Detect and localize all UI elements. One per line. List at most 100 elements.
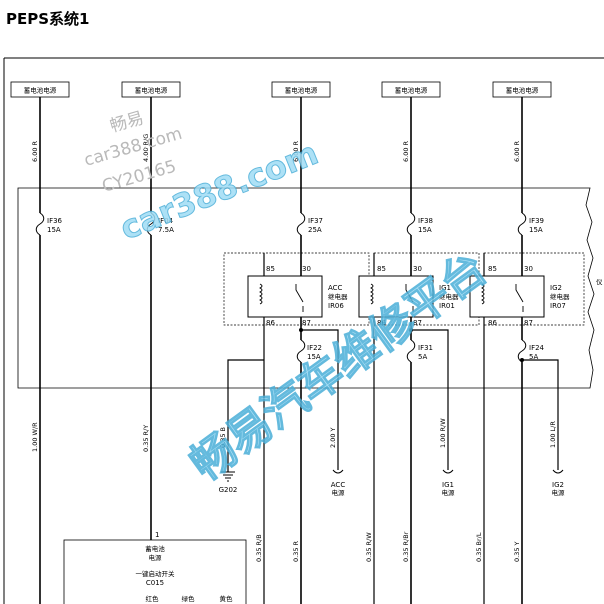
relay-type: 继电器 <box>439 292 459 301</box>
relay-pin: 87 <box>413 319 422 327</box>
wire-label: 6.00 R <box>31 140 39 162</box>
fuse-IF39: IF39 15A <box>529 217 544 234</box>
fuse-out-wires <box>39 235 523 604</box>
fuse-id: IF24 <box>529 344 545 352</box>
relay-id: IR06 <box>328 302 344 310</box>
connector-color: 红色 <box>146 594 160 603</box>
fuse-IF31: IF31 5A <box>418 344 433 361</box>
fuse-id: IF22 <box>307 344 322 352</box>
fuse-box-label: 仪 <box>596 278 603 286</box>
connector-pin-label: 蓄电池 <box>145 544 165 553</box>
relay-pin: 86 <box>377 319 386 327</box>
source-label: 蓄电池电源 <box>135 86 168 95</box>
relay-pin: 85 <box>488 265 497 273</box>
relay-type: 继电器 <box>328 292 348 301</box>
fuse-IF04: IF04 7.5A <box>158 217 174 234</box>
output-IG2: IG2 电源 <box>552 481 566 497</box>
relay-pin: 85 <box>377 265 386 273</box>
relay-id: IR07 <box>550 302 566 310</box>
relay-name: ACC <box>328 284 343 292</box>
connector-color: 绿色 <box>182 594 196 603</box>
relay-IG2: 85 30 86 87 IG2 继电器 IR07 <box>469 265 570 327</box>
output-name: IG2 <box>552 481 564 489</box>
fuse-box <box>17 187 595 389</box>
output-sub: 电源 <box>442 488 456 497</box>
fuse-IF38: IF38 15A <box>418 217 433 234</box>
battery-source-3: 蓄电池电源 <box>271 81 331 98</box>
output-name: ACC <box>331 481 346 489</box>
battery-source-4: 蓄电池电源 <box>381 81 441 98</box>
connector-id: C015 <box>146 579 164 587</box>
connector-pin-label: 电源 <box>149 553 163 562</box>
fuse-IF22: IF22 15A <box>307 344 322 361</box>
source-label: 蓄电池电源 <box>24 86 57 95</box>
fuse-IF24: IF24 5A <box>529 344 545 361</box>
fuse-id: IF36 <box>47 217 63 225</box>
fuse-rating: 5A <box>418 353 427 361</box>
watermark-small: 畅易 car388.com CY20165 <box>82 108 185 197</box>
ground-label: G202 <box>219 486 238 494</box>
relay-pin: 85 <box>266 265 275 273</box>
relay-out-wires <box>300 317 523 604</box>
supply-wires <box>39 97 523 213</box>
watermark-text: 畅易 <box>108 108 146 137</box>
fuse-symbols-lower <box>296 339 527 363</box>
fuse-IF36: IF36 15A <box>47 217 63 234</box>
relay-pin: 87 <box>524 319 533 327</box>
source-label: 蓄电池电源 <box>506 86 539 95</box>
battery-source-5: 蓄电池电源 <box>492 81 552 98</box>
relay-pin: 87 <box>302 319 311 327</box>
fuse-rating: 15A <box>418 226 432 234</box>
wire-label: 1.00 L/R <box>549 421 557 448</box>
fuse-rating: 15A <box>307 353 321 361</box>
fuse-symbols-top <box>35 212 527 236</box>
wire-label: 1.00 W/R <box>31 422 39 452</box>
wire-label: 0.35 B <box>219 427 227 448</box>
fuse-rating: 7.5A <box>158 226 174 234</box>
wire-label: 0.35 Br/L <box>475 532 483 562</box>
wire-label: 0.35 Y <box>513 541 521 562</box>
relay-IG1: 85 30 86 87 IG1 继电器 IR01 <box>358 265 459 327</box>
connector-color: 黄色 <box>220 594 234 603</box>
wire-label: 1.00 R/W <box>439 418 447 448</box>
wire-label: 0.35 R/Br <box>402 531 410 562</box>
watermark-text: 畅易汽车维修平台 <box>181 243 496 491</box>
output-name: IG1 <box>442 481 454 489</box>
relay-ACC: 85 30 86 87 ACC 继电器 IR06 <box>247 265 348 327</box>
fuse-id: IF39 <box>529 217 544 225</box>
relay-pin: 30 <box>524 265 533 273</box>
ground-symbol <box>221 471 235 482</box>
wire-label: 6.00 R <box>292 140 300 162</box>
fuse-id: IF37 <box>308 217 323 225</box>
fuse-rating: 15A <box>47 226 61 234</box>
relay-name: IG1 <box>439 284 451 292</box>
connector-C015: 1 蓄电池 电源 一键启动开关 C015 红色 绿色 黄色 <box>63 531 247 604</box>
source-label: 蓄电池电源 <box>395 86 428 95</box>
wire-label: 6.00 R <box>402 140 410 162</box>
wire-label: 0.35 R/B <box>255 534 263 562</box>
battery-source-2: 蓄电池电源 <box>121 81 181 98</box>
fuse-rating: 5A <box>529 353 538 361</box>
wire-label: 4.00 R/G <box>142 134 150 162</box>
output-sub: 电源 <box>332 488 346 497</box>
wire-label: 6.00 R <box>513 140 521 162</box>
output-branches <box>301 329 559 470</box>
fuse-IF37: IF37 25A <box>308 217 323 234</box>
relay-pin: 30 <box>302 265 311 273</box>
connector-name: 一键启动开关 <box>136 569 176 578</box>
relay-coil-wires <box>263 253 485 604</box>
output-sub: 电源 <box>552 488 566 497</box>
battery-source-1: 蓄电池电源 <box>10 81 70 98</box>
source-label: 蓄电池电源 <box>285 86 318 95</box>
connector-pin: 1 <box>155 531 159 539</box>
output-terminals <box>332 469 564 474</box>
output-ACC: ACC 电源 <box>331 481 346 497</box>
relay-pin: 86 <box>488 319 497 327</box>
fuse-id: IF31 <box>418 344 433 352</box>
wire-label: 2.00 Y <box>329 427 337 448</box>
output-IG1: IG1 电源 <box>442 481 456 497</box>
fuse-rating: 15A <box>529 226 543 234</box>
wire-label: 0.35 R/Y <box>142 425 150 452</box>
ground-wire <box>227 359 264 472</box>
